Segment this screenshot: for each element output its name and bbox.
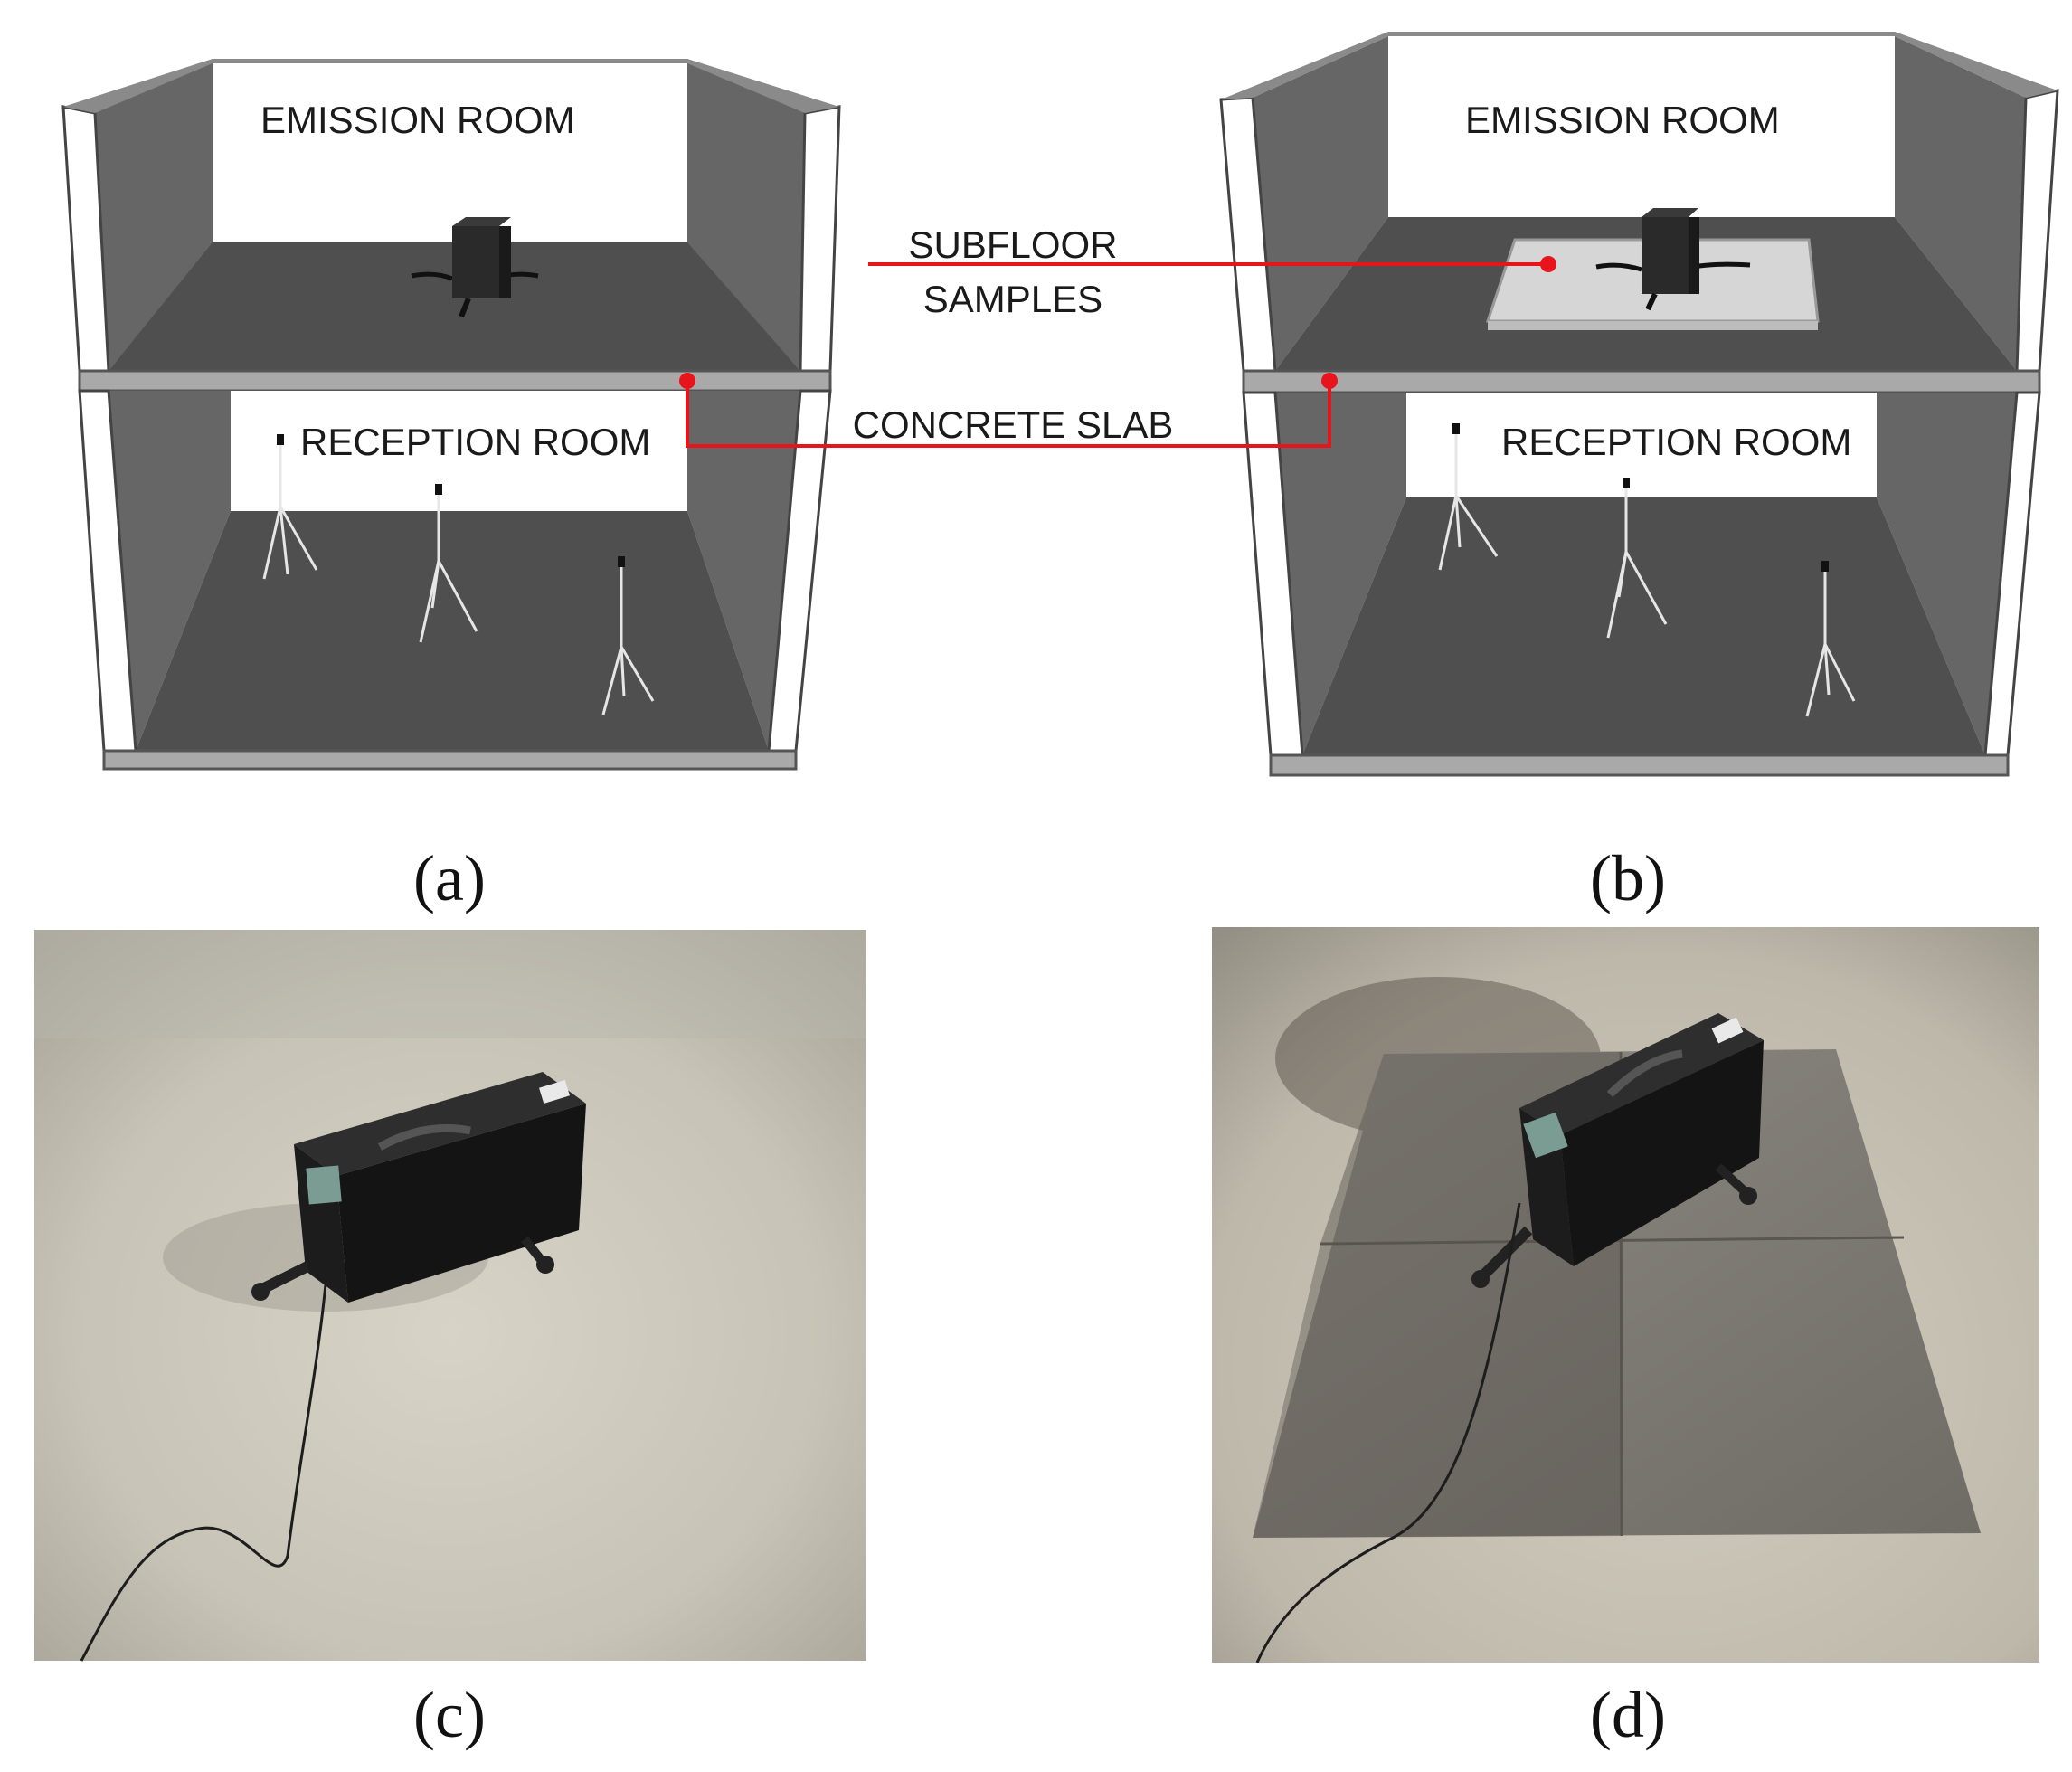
tapping-machine-icon — [411, 217, 539, 318]
concrete-floor-photo-c — [34, 930, 866, 1661]
callouts: SUBFLOOR SAMPLES CONCRETE SLAB — [679, 223, 1556, 448]
caption-a: (a) — [413, 842, 486, 914]
concrete-slab-label: CONCRETE SLAB — [853, 403, 1174, 446]
caption-d: (d) — [1590, 1679, 1666, 1751]
concrete-slab-a — [78, 369, 832, 393]
panel-d-photo: (d) — [1212, 927, 2039, 1751]
red-dot-marker — [1321, 373, 1338, 389]
concrete-slab-callout-line — [686, 381, 1331, 448]
emission-room-label-a: EMISSION ROOM — [260, 99, 575, 141]
cable — [1255, 1202, 1521, 1663]
reception-room-label-b: RECEPTION ROOM — [1501, 421, 1851, 463]
microphone-tripod-icon — [419, 484, 478, 643]
red-dot-marker — [679, 373, 695, 389]
microphone-tripod-icon — [262, 434, 318, 580]
tapping-machine-photo-d — [1471, 1013, 1764, 1288]
microphone-tripod-icon — [601, 556, 655, 715]
subfloor-label-line2: SAMPLES — [923, 278, 1102, 320]
panel-a-schematic: EMISSION ROOM RECEPTION ROOM (a) — [61, 59, 841, 914]
red-dot-marker — [1540, 256, 1556, 272]
caption-b: (b) — [1590, 842, 1666, 914]
subfloor-label-line1: SUBFLOOR — [908, 223, 1117, 266]
microphone-tripod-icon — [1438, 423, 1499, 571]
reception-room-label-a: RECEPTION ROOM — [300, 421, 650, 463]
concrete-slab-b — [1242, 369, 2041, 394]
panel-c-photo: (c) — [34, 930, 866, 1751]
tapping-machine-photo-c — [251, 1072, 586, 1303]
tapping-machine-icon — [1595, 208, 1751, 311]
emission-room-label-b: EMISSION ROOM — [1465, 99, 1780, 141]
panel-b-schematic: EMISSION ROOM RECEPTION ROOM (b) — [1219, 32, 2059, 914]
microphone-tripod-icon — [1606, 478, 1668, 639]
caption-c: (c) — [413, 1679, 486, 1751]
microphone-tripod-icon — [1805, 561, 1856, 717]
cable — [80, 1284, 327, 1662]
